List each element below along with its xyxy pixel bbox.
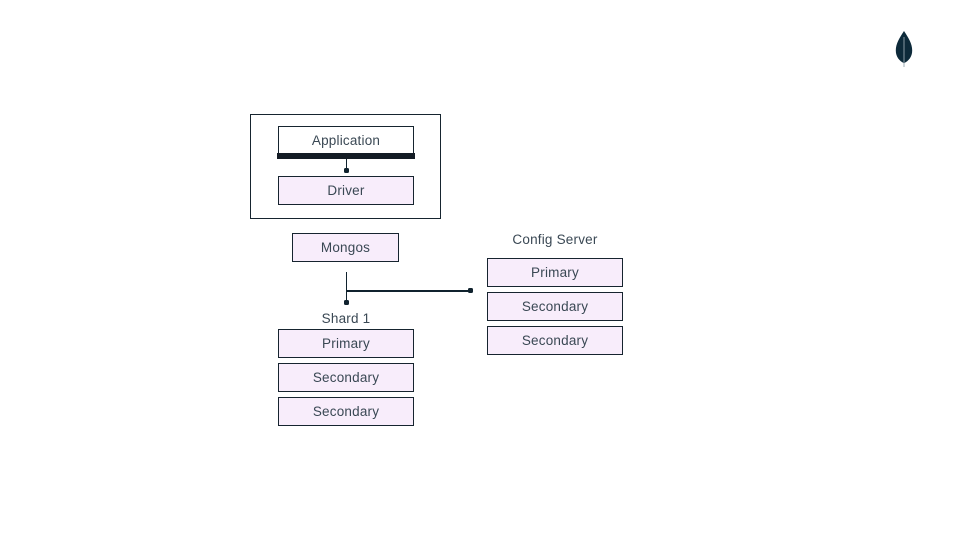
- shard1-primary-node: Primary: [278, 329, 414, 358]
- driver-label: Driver: [327, 183, 365, 198]
- config-secondary-label: Secondary: [521, 333, 589, 348]
- config-primary-node: Primary: [487, 258, 623, 287]
- mongos-to-config-arrow-dot: [468, 288, 473, 293]
- config-primary-label: Primary: [531, 265, 579, 280]
- application-node: Application: [278, 126, 414, 154]
- config-secondary-node: Secondary: [487, 326, 623, 355]
- application-underbar: [277, 153, 415, 159]
- mongos-label: Mongos: [320, 240, 371, 255]
- config-secondary-node: Secondary: [487, 292, 623, 321]
- application-label: Application: [311, 132, 381, 148]
- mongos-to-shard-arrow-dot: [344, 300, 349, 305]
- shard1-secondary-node: Secondary: [278, 363, 414, 392]
- app-to-driver-arrow-dot: [344, 168, 349, 173]
- mongos-to-config-connector: [347, 290, 470, 292]
- mongodb-leaf-icon: [895, 31, 913, 67]
- config-secondary-label: Secondary: [521, 299, 589, 314]
- shard1-primary-label: Primary: [322, 336, 370, 351]
- driver-node: Driver: [278, 176, 414, 205]
- shard1-secondary-label: Secondary: [312, 404, 380, 419]
- config-server-title: Config Server: [512, 232, 598, 247]
- app-to-driver-connector: [345, 159, 347, 170]
- shard1-secondary-node: Secondary: [278, 397, 414, 426]
- mongos-to-shard-connector: [345, 272, 347, 302]
- shard1-title: Shard 1: [321, 311, 371, 326]
- mongos-node: Mongos: [292, 233, 399, 262]
- shard1-secondary-label: Secondary: [312, 370, 380, 385]
